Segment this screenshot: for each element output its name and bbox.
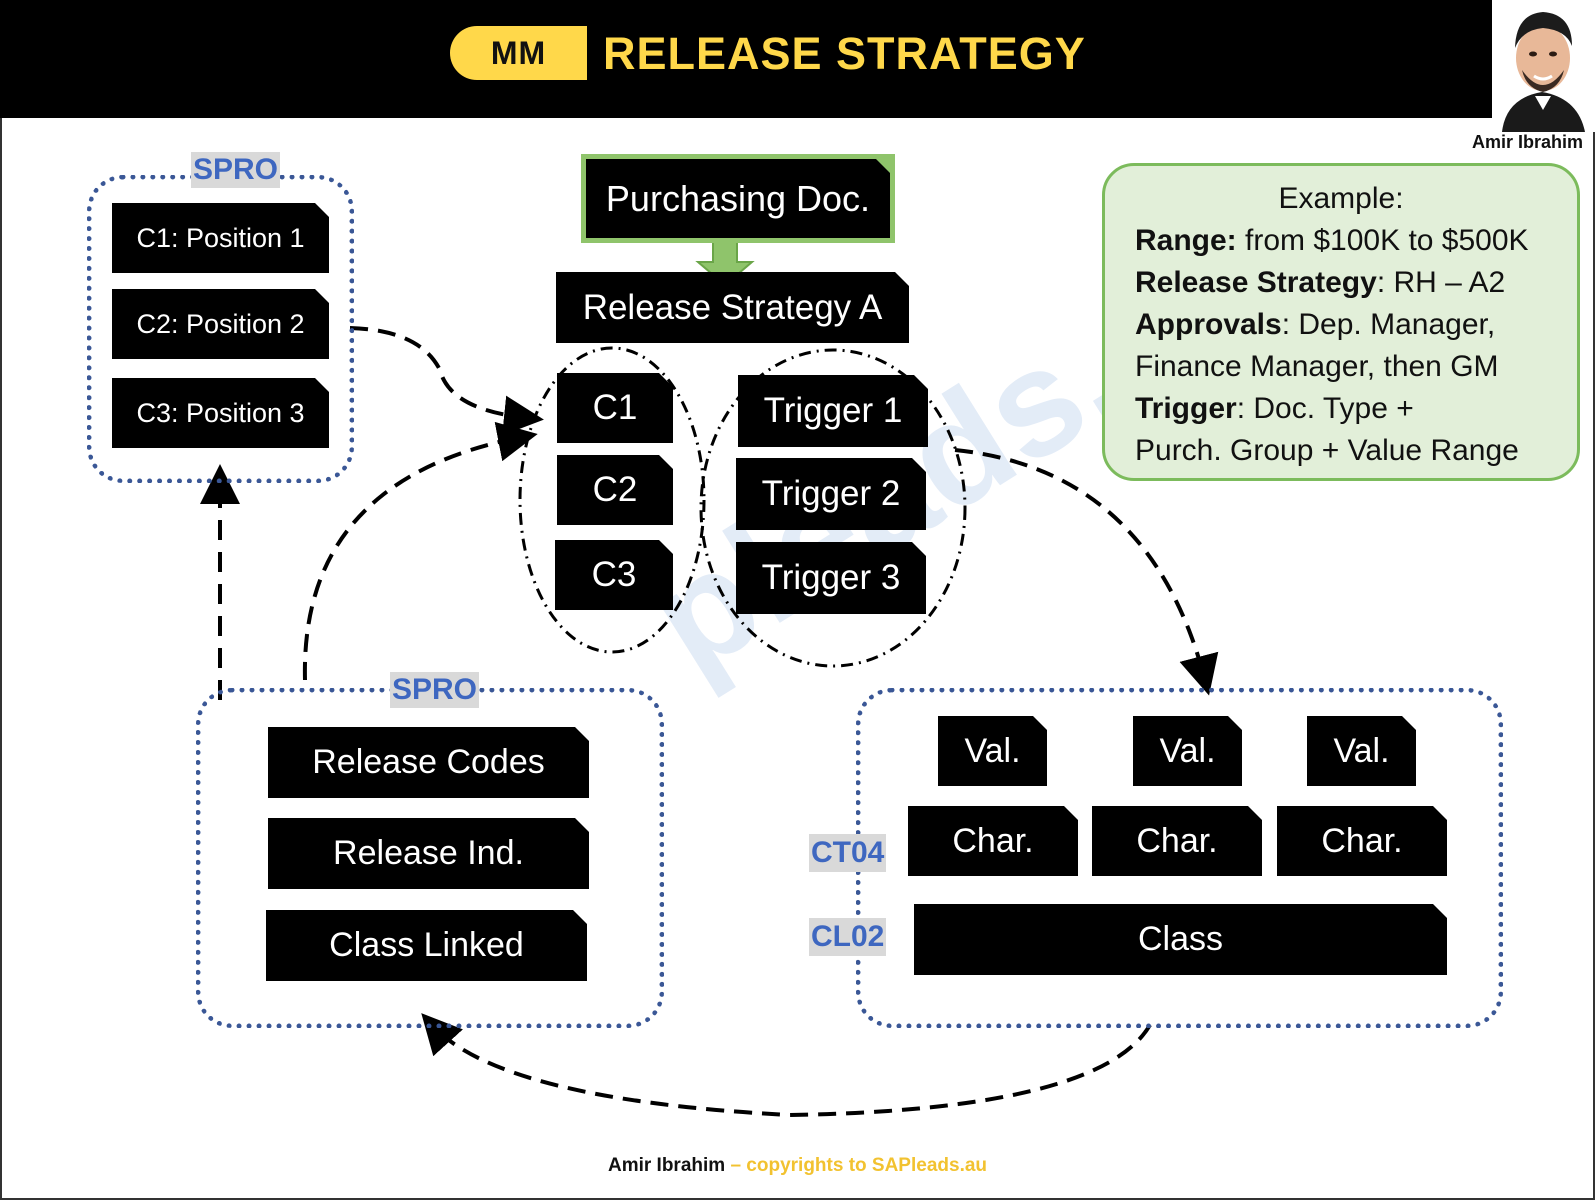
purchasing-doc-label: Purchasing Doc. (605, 177, 871, 219)
position-3-box: C3: Position 3 (112, 378, 329, 448)
condition-c1-label: C1 (592, 388, 638, 427)
example-approvals-cont: Finance Manager, then GM (1135, 350, 1499, 383)
trigger-1-label: Trigger 1 (763, 391, 903, 430)
value-1-label: Val. (964, 731, 1021, 770)
condition-c3-box: C3 (555, 540, 673, 610)
class-linked-box: Class Linked (266, 910, 587, 981)
arrow-positions-to-conditions (349, 326, 544, 436)
trigger-3-label: Trigger 3 (761, 558, 901, 597)
author-tag: Amir Ibrahim (1472, 132, 1584, 152)
condition-c2-label: C2 (592, 470, 638, 509)
example-range-value: from $100K to $500K (1236, 224, 1529, 257)
example-approvals-value: : Dep. Manager, (1281, 308, 1496, 341)
purchasing-doc-frame: Purchasing Doc. (581, 154, 895, 243)
position-2-label: C2: Position 2 (136, 308, 305, 339)
class-box: Class (914, 904, 1447, 975)
char-2-label: Char. (1136, 821, 1218, 860)
char-1-box: Char. (908, 806, 1078, 876)
example-panel: Example: Range: from $100K to $500K Rele… (1102, 163, 1580, 481)
example-strategy-value: : RH – A2 (1376, 266, 1506, 299)
example-heading: Example: (1278, 182, 1404, 215)
example-strategy-label: Release Strategy (1135, 266, 1377, 299)
triggers-ellipse (699, 348, 967, 668)
release-strategy-box: Release Strategy A (556, 272, 909, 343)
footer-copyright: – copyrights to SAPleads.au (725, 1155, 988, 1176)
position-2-box: C2: Position 2 (112, 289, 329, 359)
char-1-label: Char. (952, 821, 1034, 860)
footer-name: Amir Ibrahim (607, 1155, 726, 1176)
example-trigger-cont: Purch. Group + Value Range (1135, 434, 1519, 467)
page-title: RELEASE STRATEGY (603, 28, 1086, 79)
position-3-label: C3: Position 3 (136, 397, 305, 428)
example-trigger-row: Trigger: Doc. Type + (1135, 388, 1577, 430)
arrow-triggers-to-classification (954, 448, 1219, 696)
release-ind-label: Release Ind. (333, 834, 524, 872)
class-label: Class (1137, 920, 1224, 958)
purchasing-doc-box: Purchasing Doc. (586, 159, 890, 238)
footer-credit: Amir Ibrahim – copyrights to SAPleads.au (0, 1155, 1595, 1177)
release-strategy-label: Release Strategy A (582, 287, 883, 327)
char-3-box: Char. (1277, 806, 1447, 876)
example-trigger-label: Trigger (1135, 392, 1237, 425)
char-3-label: Char. (1321, 821, 1403, 860)
example-range-row: Range: from $100K to $500K (1135, 220, 1577, 262)
example-approvals-row: Approvals: Dep. Manager, (1135, 304, 1577, 346)
mm-badge: MM (450, 26, 587, 80)
condition-c3-label: C3 (591, 555, 637, 594)
value-1-box: Val. (938, 716, 1047, 786)
presenter-avatar (1492, 0, 1595, 132)
condition-c2-box: C2 (557, 455, 673, 525)
release-codes-label: Release Codes (312, 743, 545, 781)
value-3-label: Val. (1333, 731, 1390, 770)
trigger-2-label: Trigger 2 (761, 474, 901, 513)
ct04-tag: CT04 (809, 834, 887, 872)
value-3-box: Val. (1307, 716, 1416, 786)
spro-tag-top: SPRO (191, 152, 281, 188)
arrow-release-codes-to-conditions (302, 421, 538, 681)
cl02-tag: CL02 (809, 918, 887, 956)
value-2-label: Val. (1159, 731, 1216, 770)
trigger-1-box: Trigger 1 (738, 375, 928, 447)
char-2-box: Char. (1092, 806, 1262, 876)
class-linked-label: Class Linked (329, 926, 524, 964)
example-approvals-label: Approvals (1135, 308, 1282, 341)
value-2-box: Val. (1133, 716, 1242, 786)
example-range-label: Range: (1135, 224, 1237, 257)
release-ind-box: Release Ind. (268, 818, 589, 889)
position-1-label: C1: Position 1 (136, 222, 305, 253)
condition-c1-box: C1 (557, 373, 673, 443)
torn-edge (0, 96, 1595, 116)
position-1-box: C1: Position 1 (112, 203, 329, 273)
trigger-2-box: Trigger 2 (736, 458, 926, 530)
conditions-ellipse (518, 346, 706, 654)
trigger-3-box: Trigger 3 (736, 542, 926, 614)
spro-tag-bottom: SPRO (390, 672, 480, 708)
release-codes-box: Release Codes (268, 727, 589, 798)
arrow-classification-to-release-codes (421, 1013, 1152, 1118)
example-trigger-value: : Doc. Type + (1236, 392, 1414, 425)
example-strategy-row: Release Strategy: RH – A2 (1135, 262, 1577, 304)
